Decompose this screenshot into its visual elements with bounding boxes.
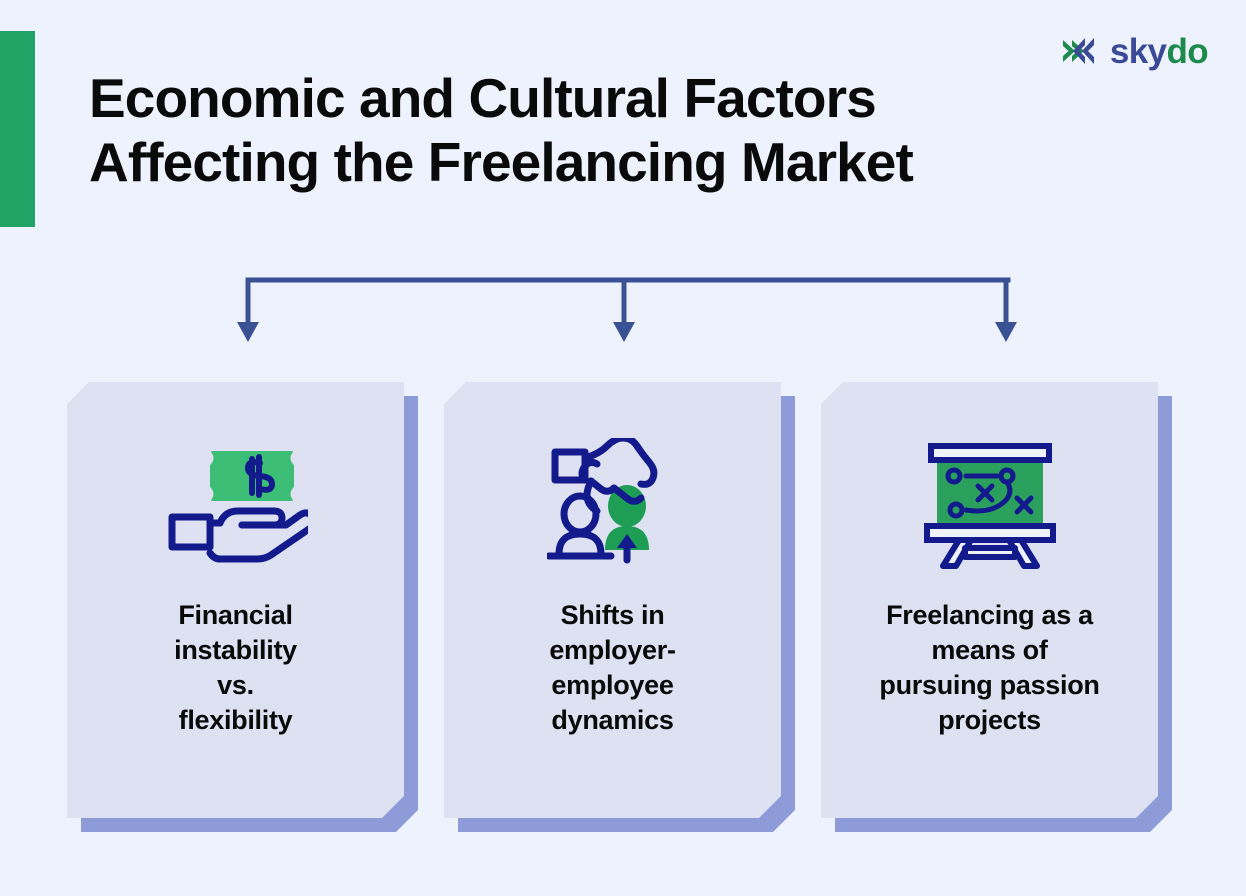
connector-bracket xyxy=(228,262,1028,357)
card-label-line-3: vs. xyxy=(217,670,254,701)
card-label-line-1: Financial xyxy=(178,600,293,630)
card-label-line-2: instability xyxy=(174,635,297,666)
down-arrow-icon xyxy=(613,322,635,342)
page-title: Economic and Cultural Factors Affecting … xyxy=(89,66,1049,195)
factor-card-2-label: Shifts in employer- employee dynamics xyxy=(533,598,691,738)
page-title-line-2: Affecting the Freelancing Market xyxy=(89,131,914,194)
money-in-hand-icon xyxy=(161,438,311,570)
down-arrow-icon xyxy=(995,322,1017,342)
card-label-line-3: employee xyxy=(551,670,674,701)
factor-card-2[interactable]: Shifts in employer- employee dynamics xyxy=(444,382,781,818)
skydo-logo: skydo xyxy=(1061,31,1209,71)
brand-name-part2: do xyxy=(1166,31,1208,71)
title-accent-bar xyxy=(0,31,35,227)
skydo-chevron-logo-icon xyxy=(1061,35,1101,67)
page-title-line-1: Economic and Cultural Factors xyxy=(89,67,877,129)
down-arrow-icon xyxy=(237,322,259,342)
factor-card-3[interactable]: Freelancing as a means of pursuing passi… xyxy=(821,382,1158,818)
card-label-line-2: employer- xyxy=(549,635,676,666)
card-label-line-4: dynamics xyxy=(551,705,674,736)
card-label-line-1: Shifts in xyxy=(560,600,665,630)
card-label-line-3: pursuing passion xyxy=(879,670,1100,701)
factor-card-1-label: Financial instability vs. flexibility xyxy=(158,598,313,738)
factor-card-1[interactable]: Financial instability vs. flexibility xyxy=(67,382,404,818)
card-face: Financial instability vs. flexibility xyxy=(67,382,404,818)
brand-wordmark: skydo xyxy=(1109,31,1209,71)
card-label-line-1: Freelancing as a xyxy=(886,600,1093,630)
card-face: Freelancing as a means of pursuing passi… xyxy=(821,382,1158,818)
strategy-board-icon xyxy=(915,438,1065,570)
card-label-line-2: means of xyxy=(931,635,1048,666)
factor-card-3-label: Freelancing as a means of pursuing passi… xyxy=(863,598,1115,738)
factor-card-row: Financial instability vs. flexibility xyxy=(0,382,1246,832)
card-label-line-4: flexibility xyxy=(178,705,293,736)
brand-name-part1: sky xyxy=(1109,31,1167,71)
card-face: Shifts in employer- employee dynamics xyxy=(444,382,781,818)
hand-picking-person-icon xyxy=(538,438,688,570)
card-label-line-4: projects xyxy=(938,705,1041,736)
